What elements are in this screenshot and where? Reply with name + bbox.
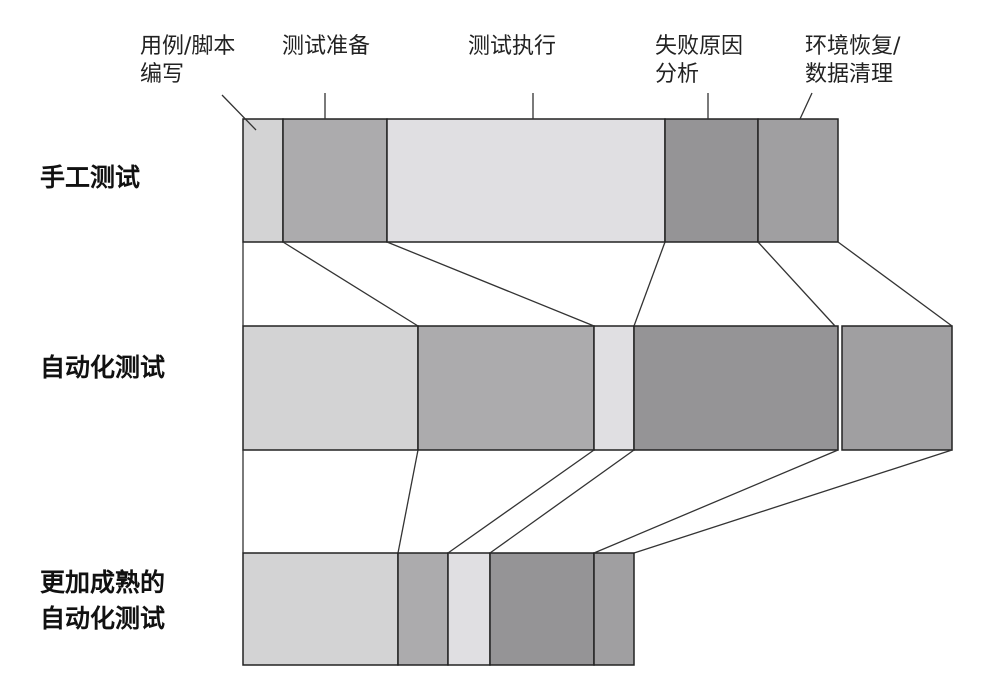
- segment-execution-row3: [447, 552, 491, 666]
- segment-case-writing-row1: [242, 118, 284, 243]
- segment-env-recovery-row1: [757, 118, 839, 243]
- phase-label-execution: 测试执行: [468, 34, 557, 59]
- phase-label-preparation: 测试准备: [282, 34, 371, 59]
- segment-case-writing-row2: [242, 325, 419, 451]
- row-label-manual: 手工测试: [40, 163, 141, 192]
- segment-failure-analysis-row1: [664, 118, 759, 243]
- phase-label-env-recovery: 环境恢复/数据清理: [805, 34, 901, 87]
- connector-line: [593, 449, 839, 554]
- connector-line: [633, 449, 953, 554]
- segment-case-writing-row3: [242, 552, 399, 666]
- phase-label-case-writing: 用例/脚本编写: [140, 34, 236, 87]
- segment-preparation-row1: [282, 118, 388, 243]
- pointer-line-env-recovery: [799, 92, 813, 120]
- segment-env-recovery-row3: [593, 552, 635, 666]
- segment-env-recovery-row2: [841, 325, 953, 451]
- connector-line: [397, 449, 419, 554]
- segment-failure-analysis-row2: [633, 325, 839, 451]
- connector-line: [757, 241, 836, 327]
- pointer-line-case-writing: [221, 94, 257, 131]
- connector-line: [447, 449, 595, 554]
- connector-line: [282, 241, 419, 327]
- segment-execution-row1: [386, 118, 666, 243]
- segment-execution-row2: [593, 325, 635, 451]
- segment-preparation-row3: [397, 552, 449, 666]
- row-label-automated: 自动化测试: [40, 353, 166, 382]
- connector-line: [386, 241, 595, 327]
- segment-preparation-row2: [417, 325, 595, 451]
- connector-line: [837, 241, 953, 327]
- connector-line: [633, 241, 666, 327]
- phase-label-failure-analysis: 失败原因分析: [655, 34, 744, 87]
- row-label-mature-automated: 更加成熟的自动化测试: [40, 568, 166, 633]
- connector-line: [489, 449, 635, 554]
- segment-failure-analysis-row3: [489, 552, 595, 666]
